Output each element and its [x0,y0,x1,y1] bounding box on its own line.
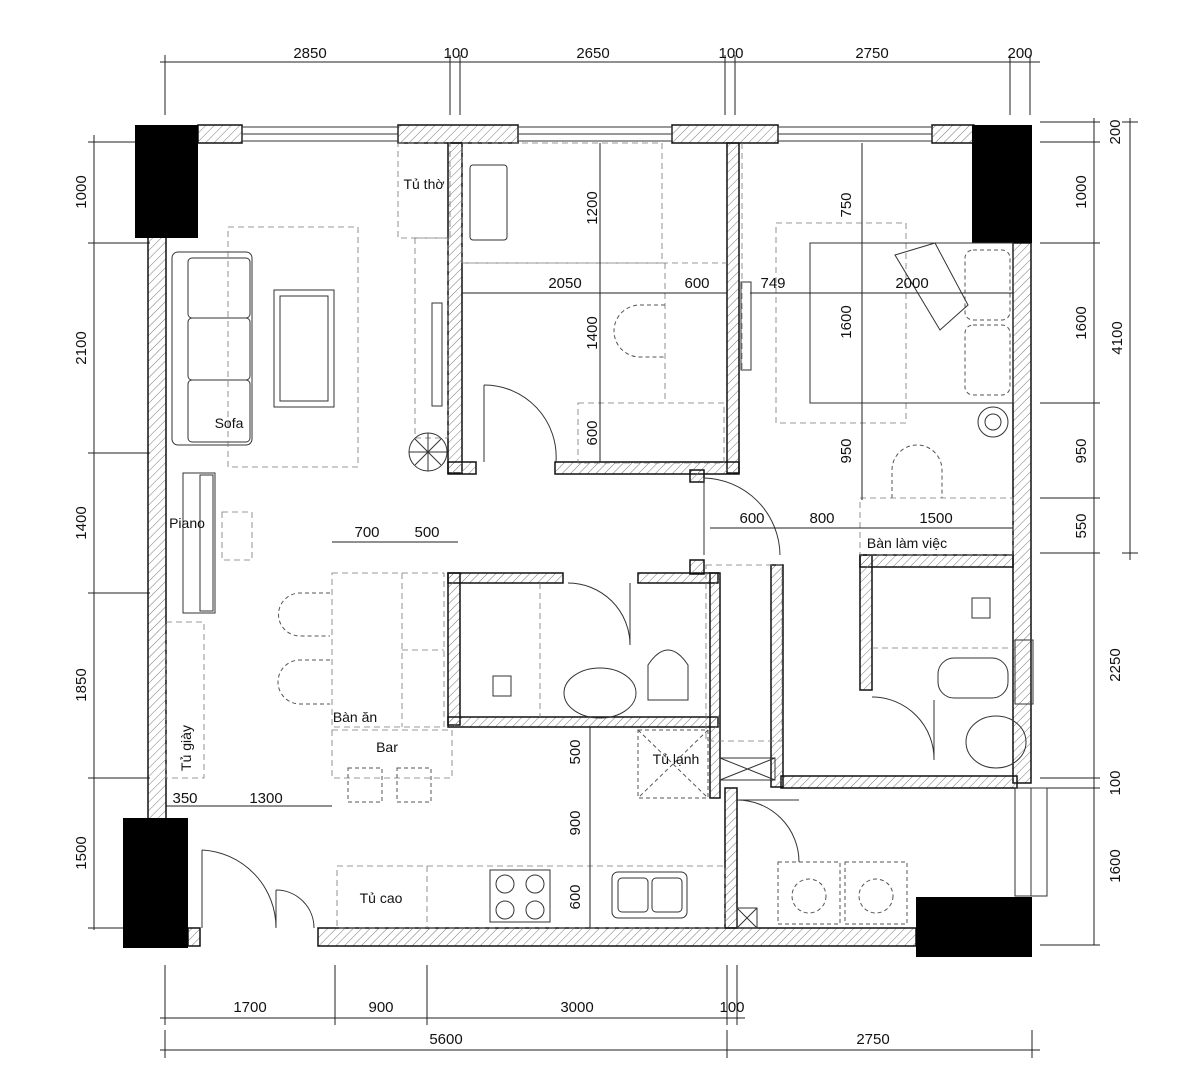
dim-left-4: 1850 [73,668,90,701]
dim-left-2: 2100 [73,331,90,364]
dim-bed-gap: 749 [760,275,785,292]
dim-kitchen-600: 600 [567,884,584,909]
dim-desk-gap: 950 [838,438,855,463]
dim-bottom-6: 2750 [856,1031,889,1048]
dim-right-8: 1600 [1107,849,1124,882]
dim-right-3: 1600 [1073,306,1090,339]
dim-corridor-600: 600 [739,510,764,527]
label-tall-cabinet: Tủ cao [360,890,403,906]
label-piano: Piano [169,515,205,531]
dim-right-2: 1000 [1073,175,1090,208]
interior-dimension-lines [166,143,1013,928]
dim-bottom-3: 3000 [560,999,593,1016]
dim-bath-width: 2050 [548,275,581,292]
dimension-labels-left: 1000 2100 1400 1850 1500 [73,175,90,869]
dim-bed-head: 750 [838,192,855,217]
dim-wardrobe-depth: 1200 [584,191,601,224]
dim-right-outer: 4100 [1109,321,1126,354]
columns [123,125,1032,957]
dim-toilet-len: 1400 [584,316,601,349]
dim-left-3: 1400 [73,506,90,539]
dim-shoe-350: 350 [172,790,197,807]
label-shoes: Tủ giày [178,725,194,771]
dimension-lines [88,55,1138,1058]
dim-right-5: 550 [1073,513,1090,538]
dim-dining-700: 700 [354,524,379,541]
dimension-labels-bottom: 1700 900 3000 100 5600 2750 [233,999,889,1048]
dim-bar-1300: 1300 [249,790,282,807]
label-altar: Tủ thờ [403,176,444,192]
dim-left-5: 1500 [73,836,90,869]
dim-left-1: 1000 [73,175,90,208]
label-fridge: Tủ lạnh [653,751,700,767]
dimension-labels-top: 2850 100 2650 100 2750 200 [293,45,1032,62]
dim-top-6: 200 [1007,45,1032,62]
label-dining: Bàn ăn [333,709,377,725]
dim-top-5: 2750 [855,45,888,62]
dim-bath-side: 600 [684,275,709,292]
room-labels: Tủ thờ Sofa Piano Bàn ăn Bar Tủ giày Tủ … [169,176,947,906]
dim-vanity-depth: 600 [584,420,601,445]
dim-dining-500: 500 [414,524,439,541]
dim-bed-len: 2000 [895,275,928,292]
furniture [165,142,1048,929]
dim-desk-len: 1500 [919,510,952,527]
dim-bottom-1: 1700 [233,999,266,1016]
dim-right-1: 200 [1107,119,1124,144]
dimension-labels-right: 200 1000 1600 950 550 2250 100 1600 4100 [1073,119,1126,882]
dim-bottom-5: 5600 [429,1031,462,1048]
dim-kitchen-900: 900 [567,810,584,835]
walls [147,124,1032,947]
dim-fridge-500: 500 [567,739,584,764]
label-bar: Bar [376,739,398,755]
dim-top-4: 100 [718,45,743,62]
dim-bed-width: 1600 [838,305,855,338]
dim-top-3: 2650 [576,45,609,62]
interior-dimension-labels: 1200 2050 600 1400 600 749 2000 750 1600… [172,191,952,909]
label-sofa: Sofa [215,415,244,431]
dim-bottom-4: 100 [719,999,744,1016]
dim-right-7: 100 [1107,770,1124,795]
dim-bottom-2: 900 [368,999,393,1016]
dim-right-6: 2250 [1107,648,1124,681]
dim-top-1: 2850 [293,45,326,62]
dim-top-2: 100 [443,45,468,62]
dim-corridor-800: 800 [809,510,834,527]
dim-right-4: 950 [1073,438,1090,463]
label-desk: Bàn làm việc [867,535,947,551]
